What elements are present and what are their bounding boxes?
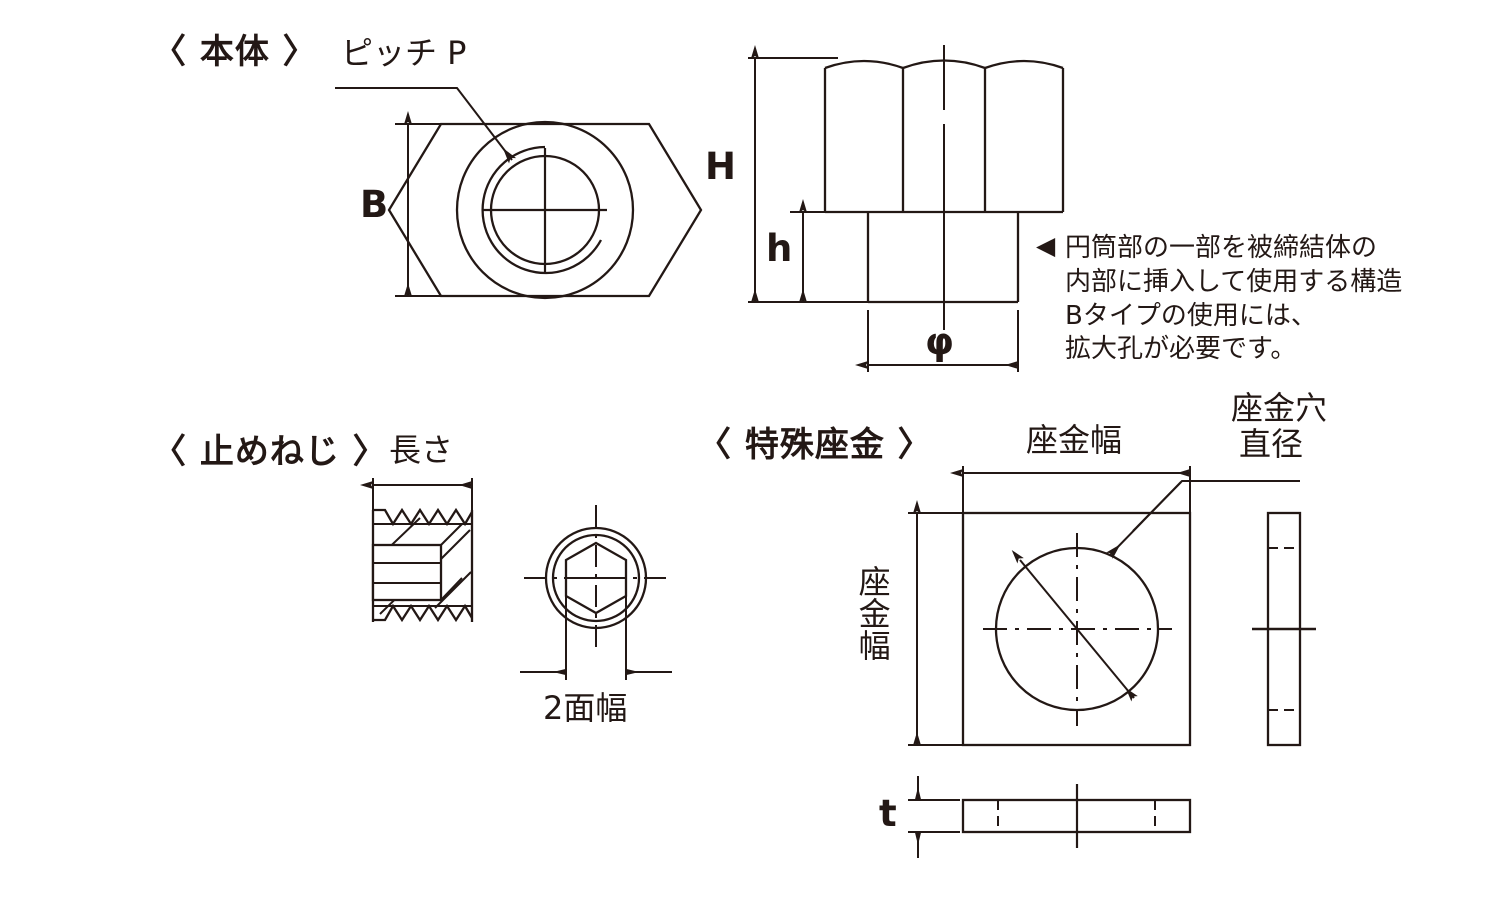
- dimension-h: [790, 199, 868, 303]
- label-washer-thickness: t: [879, 792, 897, 835]
- hex-nut-side-view: [823, 45, 1065, 330]
- washer-hole-leader-line: [1106, 480, 1300, 559]
- washer-side-view-horizontal: [961, 784, 1192, 848]
- label-washer-width-side: 座金幅: [853, 565, 892, 661]
- label-dimension-H: H: [705, 145, 736, 188]
- label-dimension-h: h: [766, 227, 793, 270]
- label-dimension-phi: φ: [925, 320, 954, 363]
- section-heading-body: 〈 本体 〉: [152, 32, 318, 72]
- label-washer-width-top: 座金幅: [1026, 421, 1123, 459]
- dimension-phi: [855, 310, 1019, 372]
- label-across-flats: 2面幅: [543, 689, 628, 727]
- washer-side-view-vertical: [1252, 511, 1316, 747]
- dimension-washer-width-side: [908, 500, 966, 746]
- dimension-washer-thickness: [908, 776, 960, 858]
- label-washer-hole-diameter-line1: 座金穴: [1231, 389, 1328, 427]
- note-arrow-icon: ◀: [1036, 231, 1056, 260]
- pitch-leader-line: [335, 87, 517, 164]
- dimension-across-flats: [520, 596, 672, 680]
- set-screw-end-view: [524, 505, 668, 652]
- dimension-H: [748, 45, 880, 303]
- label-pitch: ピッチ P: [341, 34, 467, 72]
- washer-plan-view: [961, 511, 1192, 747]
- note-text-body-type-b: 円筒部の一部を被締結体の 内部に挿入して使用する構造 Bタイプの使用には、 拡大…: [1065, 233, 1403, 365]
- hex-nut-top-view: [387, 120, 703, 300]
- set-screw-side-view: [371, 507, 474, 623]
- section-heading-set-screw: 〈 止めねじ 〉: [152, 432, 388, 472]
- label-set-screw-length: 長さ: [389, 431, 454, 469]
- dimension-B: [395, 111, 460, 297]
- section-heading-special-washer: 〈 特殊座金 〉: [697, 425, 933, 465]
- dimension-washer-width-top: [950, 466, 1191, 516]
- label-dimension-B: B: [360, 183, 389, 226]
- dimension-set-screw-length: [360, 478, 473, 512]
- label-washer-hole-diameter-line2: 直径: [1239, 425, 1304, 463]
